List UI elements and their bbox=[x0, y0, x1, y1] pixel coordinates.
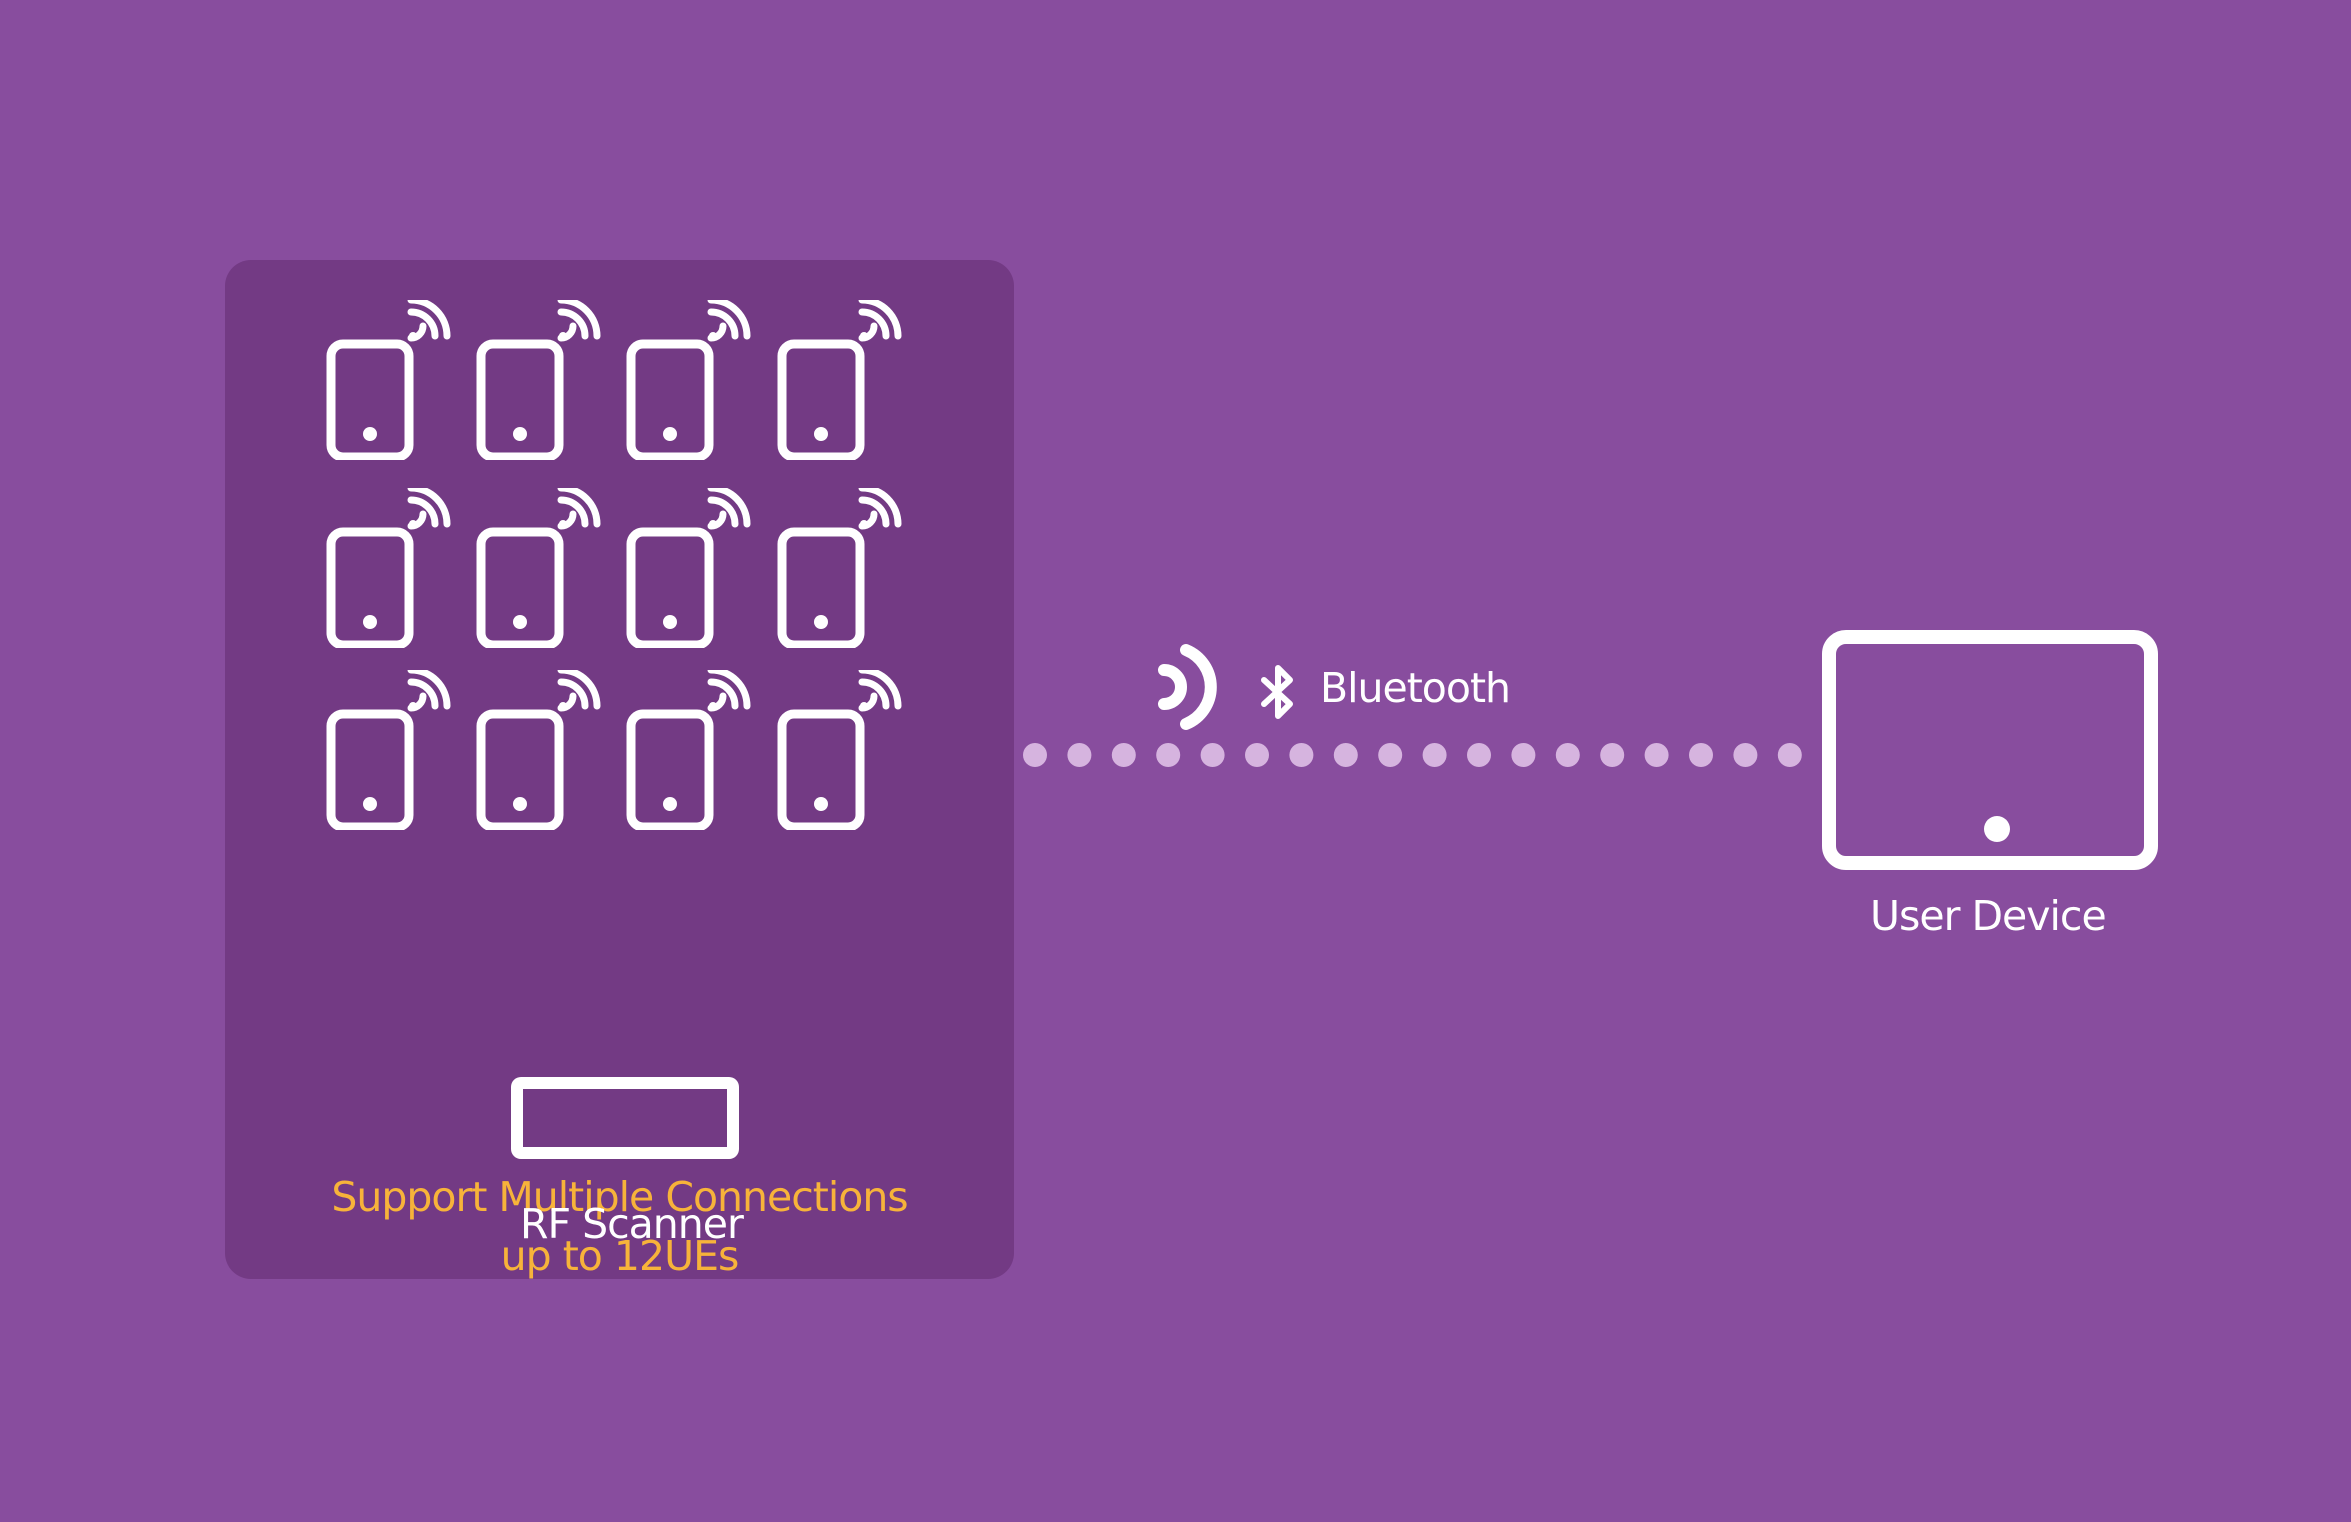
bluetooth-icon bbox=[1261, 665, 1293, 719]
connection-dot bbox=[1555, 743, 1580, 767]
connection-dot bbox=[1067, 743, 1092, 767]
user-device-label: User Device bbox=[1870, 892, 2107, 940]
connection-dot bbox=[1023, 743, 1047, 767]
connection-dot bbox=[1600, 743, 1625, 767]
connection-dot bbox=[1245, 743, 1269, 767]
ue-phone-icon bbox=[775, 670, 905, 830]
user-device-home-button bbox=[1984, 816, 2010, 842]
ue-phone-icon bbox=[775, 488, 905, 648]
bluetooth-label: Bluetooth bbox=[1320, 664, 1511, 712]
rf-scanner-label: RF Scanner bbox=[520, 1200, 744, 1248]
ue-phone-icon bbox=[324, 670, 454, 830]
ue-phone-icon bbox=[324, 300, 454, 460]
connections-caption-line1: Support Multiple Connections bbox=[331, 1173, 908, 1221]
ue-phone-icon bbox=[624, 300, 754, 460]
ue-phone-icon bbox=[324, 488, 454, 648]
ue-grid bbox=[225, 260, 1014, 880]
connection-dot bbox=[1467, 743, 1491, 767]
connection-dot bbox=[1777, 743, 1802, 767]
connection-dot bbox=[1111, 743, 1136, 767]
connection-dot bbox=[1733, 743, 1758, 767]
connection-dot bbox=[1289, 743, 1314, 767]
connection-dot bbox=[1156, 743, 1181, 767]
user-device-icon bbox=[1822, 630, 2158, 870]
ue-phone-icon bbox=[624, 670, 754, 830]
rf-scanner-panel: Support Multiple Connections up to 12UEs bbox=[225, 260, 1014, 1280]
bluetooth-connection-dots bbox=[1023, 743, 1802, 767]
ue-phone-icon bbox=[474, 670, 604, 830]
ue-phone-icon bbox=[775, 300, 905, 460]
connection-dot bbox=[1200, 743, 1225, 767]
rf-scanner-icon bbox=[511, 1077, 739, 1159]
ue-phone-icon bbox=[624, 488, 754, 648]
connection-dot bbox=[1422, 743, 1447, 767]
ue-phone-icon bbox=[474, 488, 604, 648]
connection-dot bbox=[1378, 743, 1403, 767]
connections-caption-line2: up to 12UEs bbox=[500, 1232, 740, 1280]
connection-dot bbox=[1333, 743, 1358, 767]
connection-dot bbox=[1644, 743, 1669, 767]
connection-dot bbox=[1689, 743, 1713, 767]
connection-dot bbox=[1511, 743, 1536, 767]
ue-phone-icon bbox=[474, 300, 604, 460]
wireless-signal-icon bbox=[1158, 644, 1217, 730]
